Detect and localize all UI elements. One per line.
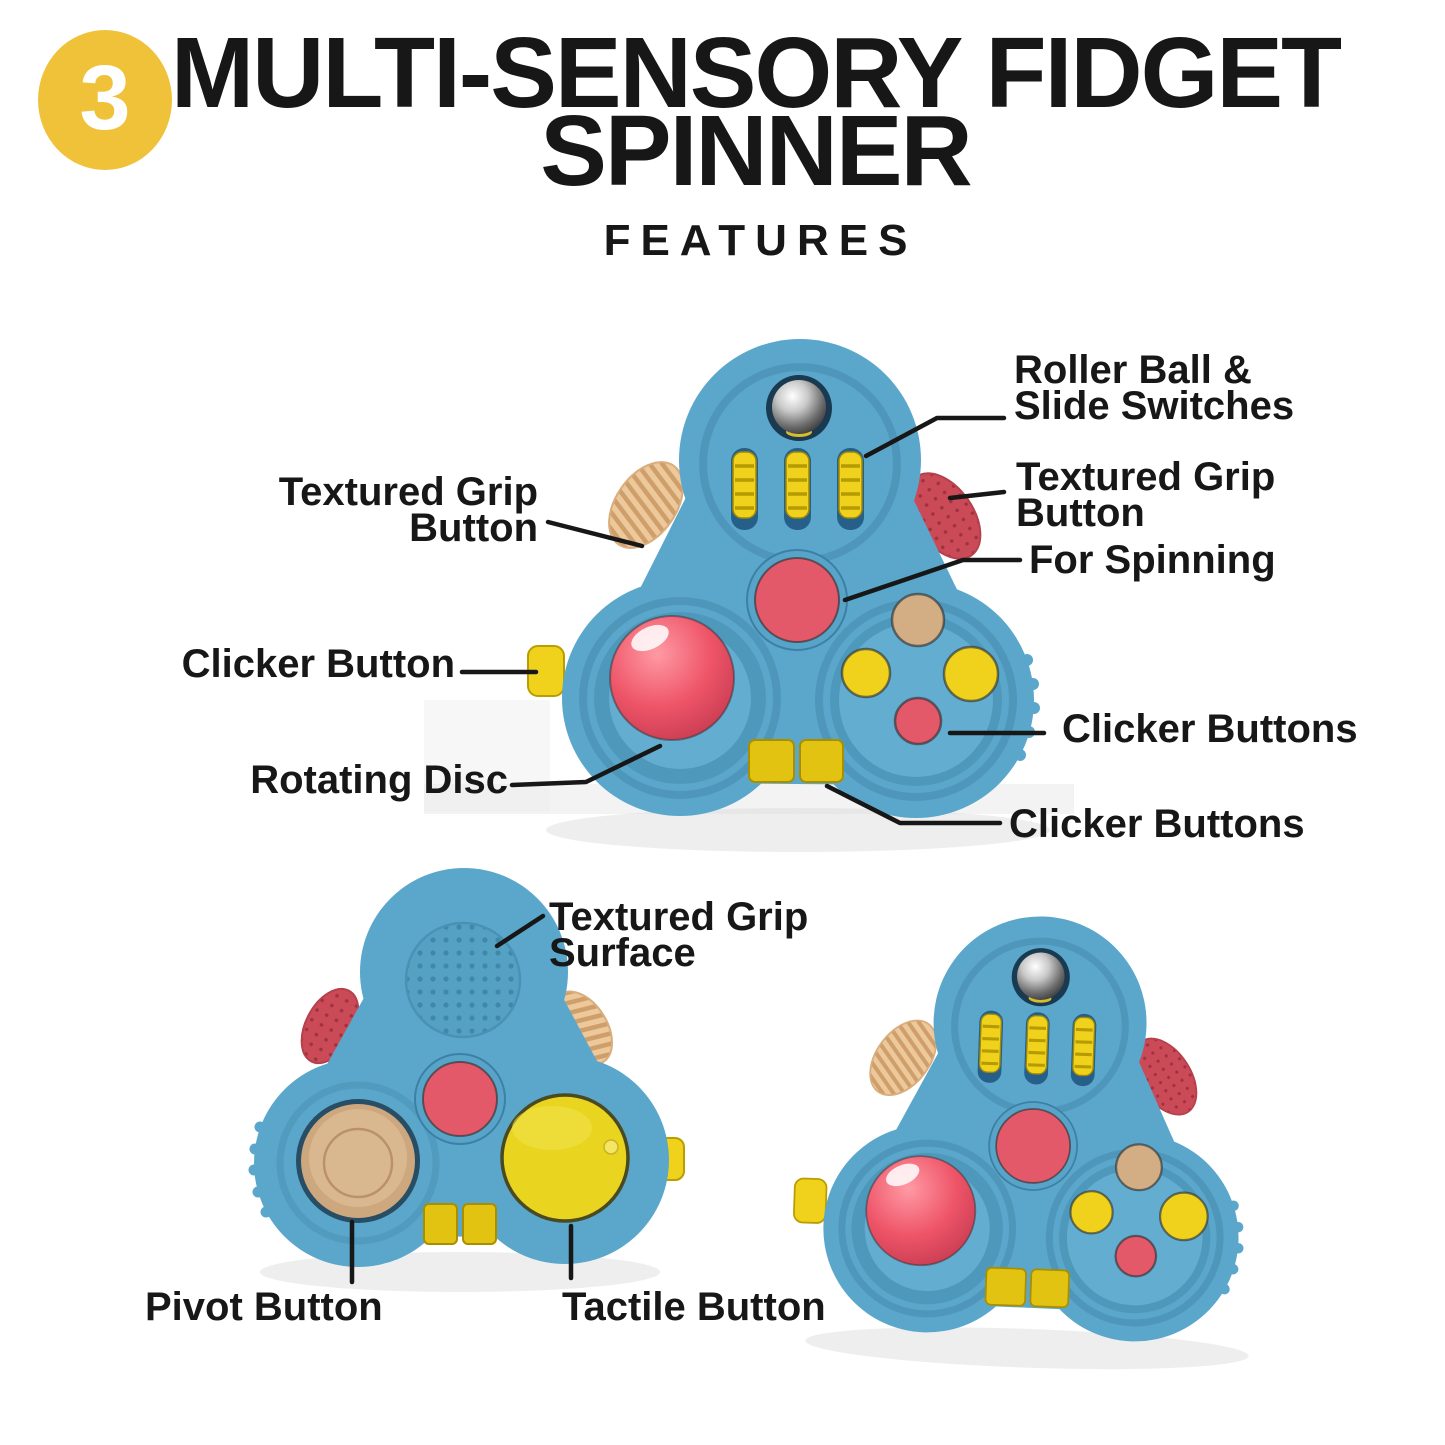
- leader-clicker-buttons-bottom: [824, 783, 1003, 826]
- callout-line: Button: [409, 506, 538, 550]
- callout-tactile-button: Tactile Button: [562, 1285, 826, 1329]
- tactile-button: [500, 1093, 630, 1223]
- leader-textured-grip-right: [947, 489, 1007, 501]
- callout-textured-grip-left: Textured Grip Button: [278, 470, 538, 550]
- callout-textured-grip-right: Textured Grip Button: [1016, 455, 1276, 535]
- leader-textured-grip-left: [545, 519, 645, 549]
- step-number: 3: [79, 47, 131, 149]
- callout-line: Pivot Button: [145, 1285, 383, 1329]
- page-title: MULTI-SENSORY FIDGET SPINNER: [66, 23, 1445, 201]
- callout-clicker-button-left: Clicker Button: [181, 642, 455, 686]
- callout-line: Textured Grip: [549, 895, 809, 939]
- callout-line: Roller Ball &: [1014, 348, 1252, 392]
- fidget-spinner-back-view: [248, 868, 685, 1292]
- page-title-line2: FIDGET SPINNER: [540, 17, 1342, 207]
- callout-roller-ball: Roller Ball & Slide Switches: [1014, 348, 1295, 428]
- callout-for-spinning: For Spinning: [1029, 538, 1276, 582]
- callout-line: Slide Switches: [1014, 384, 1295, 428]
- bottom-clicker-buttons: [423, 1203, 497, 1245]
- pivot-button: [296, 1099, 420, 1223]
- callout-line: Tactile Button: [562, 1285, 826, 1329]
- callout-pivot-button: Pivot Button: [145, 1285, 383, 1329]
- callout-line: Surface: [549, 931, 696, 975]
- callout-line: Textured Grip: [1016, 455, 1276, 499]
- fidget-spinner-front-view-small: [789, 908, 1264, 1375]
- callout-textured-grip-surface: Textured Grip Surface: [549, 895, 809, 975]
- page-subtitle: FEATURES: [603, 216, 918, 265]
- leader-roller-ball: [863, 415, 1007, 459]
- callout-clicker-buttons-right: Clicker Buttons: [1062, 707, 1358, 751]
- callout-line: For Spinning: [1029, 538, 1276, 582]
- callout-line: Clicker Buttons: [1009, 802, 1305, 846]
- leader-rotating-disc: [509, 743, 663, 788]
- callout-line: Clicker Button: [181, 642, 455, 686]
- callout-line: Clicker Buttons: [1062, 707, 1358, 751]
- leader-for-spinning: [842, 557, 1023, 603]
- callout-line: Rotating Disc: [250, 758, 508, 802]
- step-number-badge: 3: [38, 30, 172, 170]
- callout-rotating-disc: Rotating Disc: [250, 758, 508, 802]
- page-title-line1: MULTI-SENSORY: [170, 17, 962, 129]
- callout-line: Button: [1016, 491, 1145, 535]
- callout-line: Textured Grip: [278, 470, 538, 514]
- textured-grip-surface-circle: [404, 921, 522, 1039]
- leader-textured-grip-surface: [494, 913, 546, 949]
- leader-lines: [349, 415, 1047, 1285]
- callout-clicker-buttons-bottom: Clicker Buttons: [1009, 802, 1305, 846]
- spinner-center-button: [414, 1053, 506, 1145]
